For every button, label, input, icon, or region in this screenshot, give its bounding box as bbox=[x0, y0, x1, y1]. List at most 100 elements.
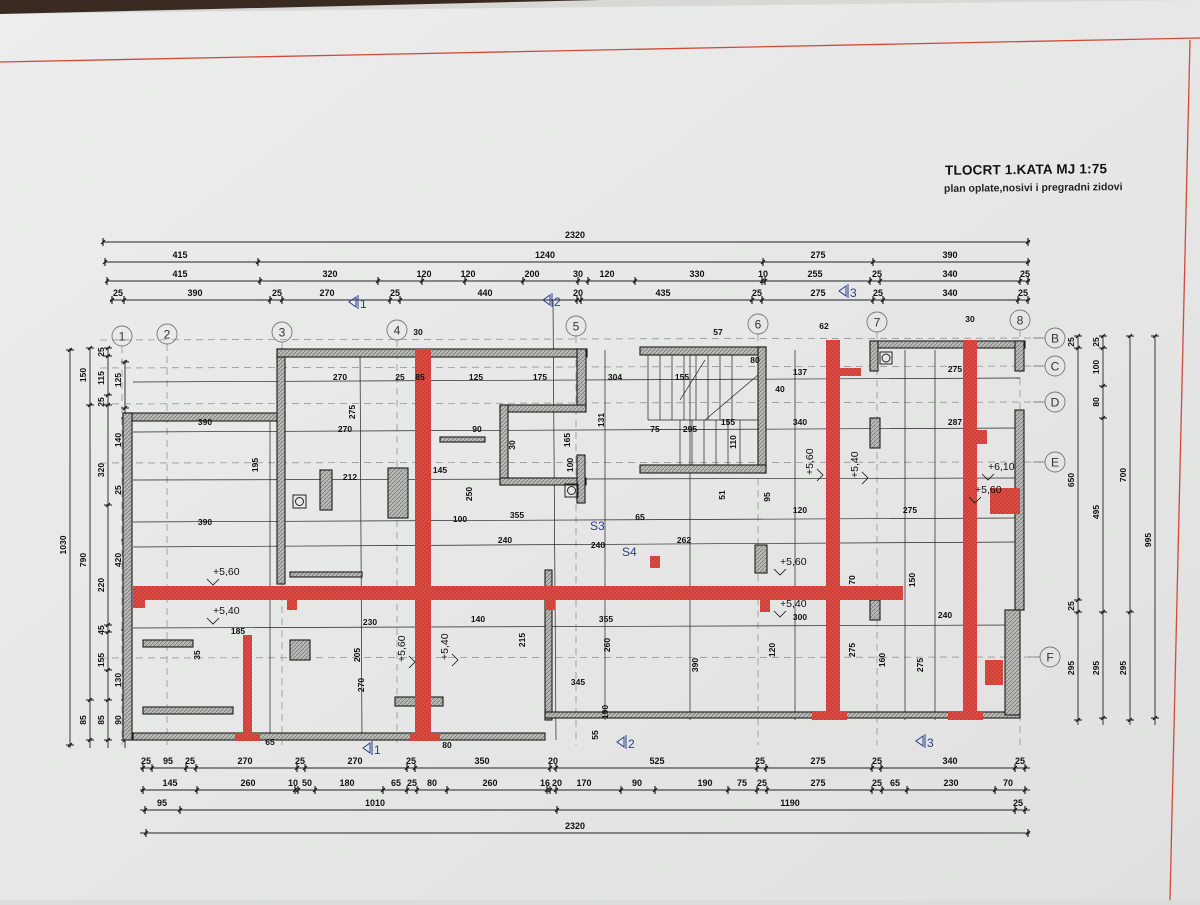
dimension-tick bbox=[193, 764, 199, 772]
dimension-tick bbox=[877, 277, 883, 285]
dimension-label: 25 bbox=[113, 485, 123, 495]
dimension-label: 25 bbox=[272, 288, 282, 298]
dimension-label: 330 bbox=[689, 269, 704, 279]
dimension-tick bbox=[1099, 333, 1107, 339]
dimension-tick bbox=[1074, 609, 1082, 615]
dimension-label: 420 bbox=[113, 553, 123, 567]
dimension-tick bbox=[142, 806, 148, 814]
dimension-tick bbox=[194, 786, 200, 794]
dimension-label: 790 bbox=[78, 553, 88, 567]
interior-dimension-label: 30 bbox=[965, 314, 975, 324]
dimension-tick bbox=[578, 296, 584, 304]
level-mark-9: +5,60 bbox=[968, 484, 1002, 504]
dimension-tick bbox=[104, 737, 112, 743]
dimension-label: 25 bbox=[1091, 337, 1101, 347]
dimension-tick bbox=[183, 764, 189, 772]
interior-dimension-label: 120 bbox=[767, 643, 777, 657]
interior-dimension-label: 51 bbox=[717, 490, 727, 500]
dimension-tick bbox=[762, 277, 768, 285]
dimension-tick bbox=[1012, 806, 1018, 814]
grid-lines bbox=[99, 330, 1044, 745]
section-marker-top-2: 2 bbox=[542, 293, 561, 309]
dimension-label: 415 bbox=[172, 250, 187, 260]
dimension-tick bbox=[1025, 277, 1031, 285]
level-mark-4: +5,40 bbox=[439, 633, 459, 667]
interior-dimension-label: 70 bbox=[847, 575, 857, 585]
dimension-tick bbox=[547, 764, 553, 772]
interior-dimension-label: 137 bbox=[793, 367, 807, 377]
dimension-tick bbox=[279, 296, 285, 304]
dimension-label: 20 bbox=[552, 778, 562, 788]
interior-dimension-label: 262 bbox=[677, 535, 691, 545]
dimension-tick bbox=[1074, 597, 1082, 603]
dimension-label: 125 bbox=[113, 373, 123, 387]
level-label: +5,40 bbox=[849, 451, 861, 478]
dimension-tick bbox=[177, 806, 183, 814]
dimension-label: 85 bbox=[78, 715, 88, 725]
dimension-label: 95 bbox=[157, 798, 167, 808]
grid-bubble-circle bbox=[1044, 391, 1066, 413]
section-marker-top-1: 1 bbox=[348, 295, 367, 311]
section-marker-top-3: 3 bbox=[838, 284, 857, 300]
dimension-label: 50 bbox=[302, 778, 312, 788]
dimension-label: 115 bbox=[96, 371, 106, 385]
dimension-label: 390 bbox=[942, 250, 957, 260]
grid-bubble-circle bbox=[111, 325, 133, 347]
level-mark-3: +5,60 bbox=[396, 635, 416, 669]
dimension-label: 90 bbox=[632, 778, 642, 788]
dimension-tick bbox=[1151, 333, 1159, 339]
dimension-label: 415 bbox=[172, 269, 187, 279]
top-dimension-chain-1: 2320 bbox=[100, 230, 1031, 246]
dimension-tick bbox=[880, 296, 886, 304]
dimension-tick bbox=[292, 786, 298, 794]
grid-bubble-circle bbox=[747, 313, 769, 335]
dimension-tick bbox=[104, 353, 112, 359]
dimension-label: 45 bbox=[96, 625, 106, 635]
level-marks: +5,60+5,40+5,60+5,40+5,60+5,40+5,60+5,40… bbox=[206, 448, 1015, 669]
dimension-label: 130 bbox=[113, 673, 123, 687]
dimension-tick bbox=[104, 667, 112, 673]
level-triangle-icon bbox=[206, 617, 220, 625]
interior-dimension-label: 25 bbox=[395, 372, 405, 382]
dimension-label: 495 bbox=[1091, 505, 1101, 519]
dimension-tick bbox=[121, 359, 129, 365]
dimension-label: 2320 bbox=[565, 230, 585, 240]
level-triangle-icon bbox=[206, 578, 220, 586]
dimension-label: 170 bbox=[576, 778, 591, 788]
dimension-label: 275 bbox=[810, 756, 825, 766]
grid-bubble-circle bbox=[156, 323, 178, 345]
interior-dimension-label: 275 bbox=[347, 405, 357, 419]
dimension-label: 295 bbox=[1118, 661, 1128, 675]
dimension-tick bbox=[867, 277, 873, 285]
sheet-border-top bbox=[0, 37, 1200, 63]
interior-dimension-label: 175 bbox=[533, 372, 547, 382]
grid-axis-bubble-8: 8 bbox=[1009, 309, 1031, 331]
dimension-label: 260 bbox=[482, 778, 497, 788]
dimension-label: 320 bbox=[96, 463, 106, 477]
grid-axis-bubble-D: D bbox=[1033, 391, 1066, 413]
dimension-tick bbox=[749, 296, 755, 304]
interior-dimension-label: 215 bbox=[517, 633, 527, 647]
dimension-tick bbox=[585, 277, 591, 285]
section-marker-label: 1 bbox=[374, 743, 381, 757]
dimension-tick bbox=[143, 829, 149, 837]
dimension-label: 120 bbox=[416, 269, 431, 279]
grid-bubble-label: 2 bbox=[164, 328, 171, 342]
section-arrow-icon bbox=[348, 296, 357, 308]
dimension-tick bbox=[554, 806, 560, 814]
grid-axis-bubble-1: 1 bbox=[111, 325, 133, 347]
grid-axis-bubble-3: 3 bbox=[271, 321, 293, 343]
interior-dimension-label: 62 bbox=[819, 321, 829, 331]
interior-dimension-label: 150 bbox=[907, 573, 917, 587]
dimension-tick bbox=[100, 238, 106, 246]
dimension-tick bbox=[725, 786, 731, 794]
grid-bubble-label: 8 bbox=[1017, 314, 1024, 328]
interior-dimension-label: 355 bbox=[510, 510, 524, 520]
dimension-label: 25 bbox=[406, 756, 416, 766]
